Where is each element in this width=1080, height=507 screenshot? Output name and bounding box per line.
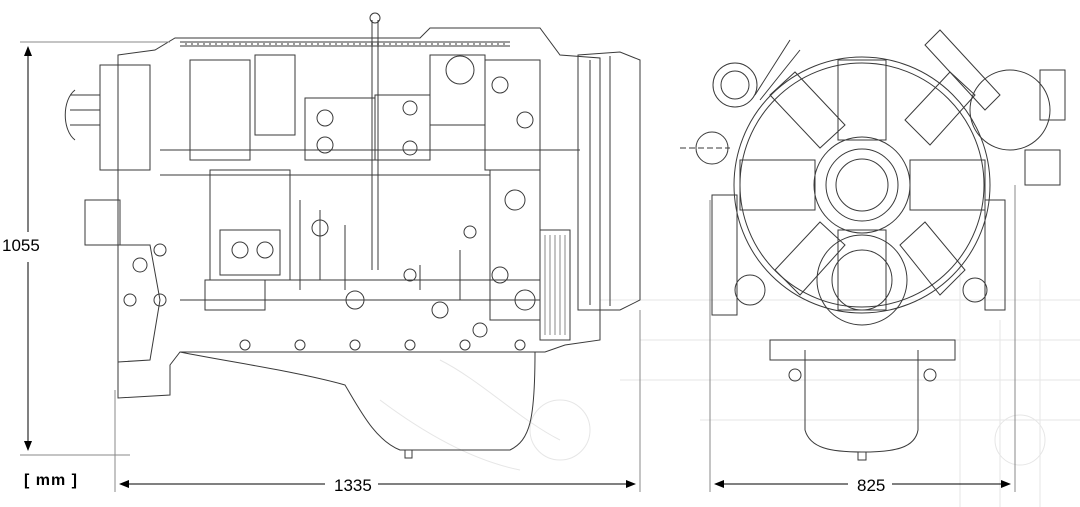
front-view [680, 29, 1066, 461]
fan-blades [739, 59, 986, 311]
front-oil-pan [804, 350, 919, 453]
front-pulley-housing [577, 51, 641, 311]
fan-guard [733, 56, 991, 314]
length-dimension [114, 310, 641, 492]
height-dimension [20, 41, 170, 456]
background-ghost-lines [379, 260, 1080, 507]
length-dimension-label: 1335 [330, 477, 376, 494]
width-dimension [709, 185, 1016, 492]
oil-pan [179, 351, 536, 451]
side-view [64, 12, 641, 459]
unit-label: [ mm ] [24, 472, 78, 489]
height-dimension-label: 1055 [2, 236, 40, 255]
width-dimension-label: 825 [853, 477, 890, 494]
dipstick [371, 20, 379, 270]
